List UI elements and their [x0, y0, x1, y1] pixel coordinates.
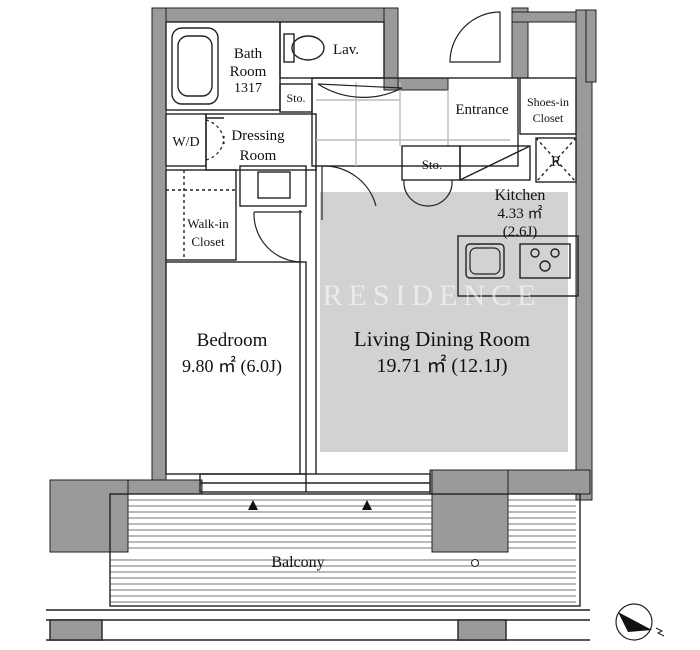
- walk-in-closet-label: Walk-in: [187, 216, 229, 231]
- bath-label: Bath: [234, 46, 263, 62]
- bedroom-label: Bedroom: [197, 330, 268, 351]
- window-marker: [248, 500, 258, 510]
- kitchen-area: 4.33 ㎡: [497, 205, 542, 222]
- wd-label: W/D: [172, 135, 199, 150]
- living-dining-area: 19.71 ㎡ (12.1J): [376, 353, 507, 377]
- storage-label: Sto.: [286, 91, 305, 105]
- living-dining-label: Living Dining Room: [354, 327, 530, 351]
- balcony-hatching: [110, 499, 576, 603]
- storage-label: Sto.: [422, 157, 443, 172]
- dressing-room-label: Room: [240, 148, 277, 164]
- bathtub-icon: [171, 27, 219, 105]
- entrance-label: Entrance: [455, 102, 509, 118]
- watermark-text: RESIDENCE: [323, 279, 542, 312]
- outer-walls: [49, 7, 597, 553]
- window-marker: [362, 500, 372, 510]
- sink-icon: [469, 247, 501, 275]
- compass-north-icon: [615, 603, 665, 641]
- bath-label: Room: [230, 64, 267, 80]
- bedroom-area: 9.80 ㎡ (6.0J): [182, 355, 282, 377]
- balcony-label: Balcony: [271, 554, 324, 571]
- kitchen-area-jo: (2.6J): [503, 224, 538, 240]
- interior-walls: [46, 21, 590, 641]
- dressing-room-label: Dressing: [231, 128, 285, 144]
- refrigerator-label: R: [551, 154, 561, 170]
- kitchen-label: Kitchen: [495, 187, 546, 204]
- bath-size-code: 1317: [234, 81, 262, 96]
- toilet-icon: [283, 33, 325, 63]
- lavatory-label: Lav.: [333, 42, 359, 58]
- shoes-closet-label: Closet: [533, 111, 564, 125]
- shoes-closet-label: Shoes-in: [527, 95, 569, 109]
- walk-in-closet-label: Closet: [191, 234, 225, 249]
- door-swings: [205, 11, 501, 263]
- drain-marker: [471, 559, 479, 567]
